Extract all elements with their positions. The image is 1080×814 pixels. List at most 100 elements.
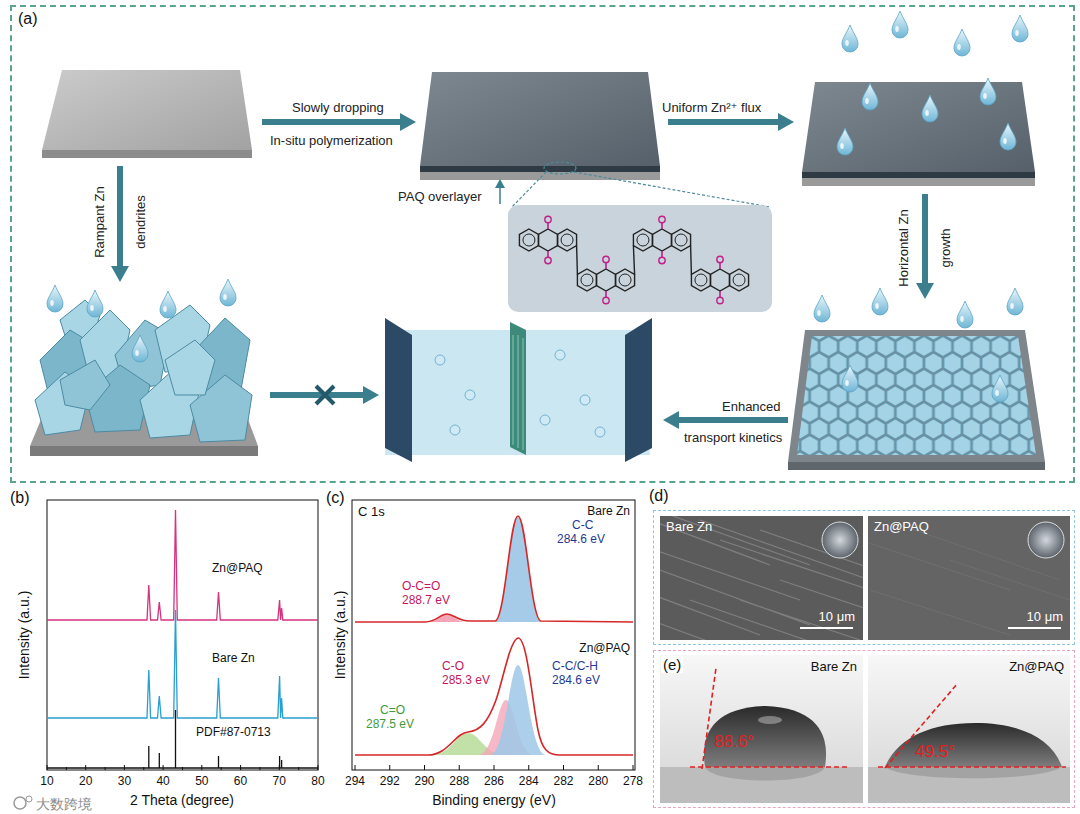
dendrite-slab [160,291,176,318]
tick-label: 10 [40,775,53,789]
zn-ion-drops [1000,123,1016,150]
dendrite-slab [220,279,236,306]
tick-label: 294 [345,775,365,789]
paq-structure [577,256,634,303]
axis-title: Intensity (a.u.) [16,591,32,680]
xrd-chart [47,710,318,768]
dendrite-slab [30,446,258,456]
zinc-cell [465,390,475,400]
contact-angle-bare [660,767,863,803]
contact-angle-paq [885,683,958,768]
xrd-chart [47,610,318,718]
arrow-label: transport kinetics [684,431,782,446]
panel-frame: (a) [10,5,1075,483]
arrow-label: growth [939,228,954,267]
axis-title: Intensity (a.u.) [332,591,348,680]
cross-mark [316,386,334,404]
peak-label: O-C=O [402,580,440,594]
zinc-cell [435,350,605,437]
zinc-cell [435,355,445,365]
zn-ion-drops [1012,15,1028,42]
zoom-callout [512,162,770,207]
overlayer-pointer [499,186,501,204]
tick-label: 290 [414,775,434,789]
horizontal-zn-slab [957,301,973,328]
sem-paq [868,516,1070,640]
tick-label: 40 [156,775,169,789]
paq-structure [690,246,692,275]
contact-angle-paq [878,766,1066,768]
xrd-chart [47,500,318,770]
horizontal-zn-slab [788,462,1045,470]
tick-label: 280 [588,775,608,789]
panel-letter: (a) [18,10,38,28]
horizontal-zn-slab [842,365,858,392]
tick-label: 60 [234,775,247,789]
contact-angle-bare [758,716,782,724]
peak-label: 284.6 eV [557,533,605,547]
paq-structure [577,246,692,275]
zn-ion-drops [922,95,938,122]
contact-angle-image: Zn@PAQ49.5° [868,655,1070,803]
process-arrow [117,166,123,268]
peak-label: Bare Zn [587,505,630,519]
sample-name: Bare Zn [666,520,712,535]
dendrite-slab [87,290,103,317]
arrow-label: Horizontal Zn [897,209,912,286]
scale-label: 10 μm [1027,610,1063,625]
arrow-label: Rampant Zn [93,186,108,258]
arrow-label: dendrites [134,195,149,248]
panel-frame: (d)Bare Zn10 μmZn@PAQ10 μm [653,510,1075,645]
tick-label: 282 [553,775,573,789]
tick-label: 288 [449,775,469,789]
contact-angle-paq [868,655,1070,803]
watermark-icon [14,796,32,809]
paq-structure [508,205,772,312]
panel-letter: (e) [661,656,683,673]
dendrite-slab [132,335,148,362]
horizontal-zn-slab [797,336,1036,455]
dendrite-slab [47,285,63,312]
tick-label: 70 [273,775,286,789]
zoom-callout [544,162,576,174]
panel-letter: (c) [326,489,345,507]
contact-angle-bare [702,668,716,769]
contact-angle-paq [868,655,1070,803]
zinc-cell [450,425,460,435]
contact-angle-bare [660,655,863,803]
zinc-cell [513,335,523,450]
bare-zn-slab [42,70,252,150]
zinc-cell [513,335,514,445]
zinc-cell [518,335,519,448]
dendrite-slab [60,360,110,410]
process-arrow [270,392,365,398]
xps-chart [355,638,633,755]
sem-bare [822,522,858,558]
paq-coated-slab [420,172,660,180]
zinc-cell [595,427,605,437]
arrow-label: Enhanced [722,400,781,415]
zoom-callout [512,172,546,207]
contact-angle-bare [660,655,863,803]
contact-angle: 88.6° [714,732,754,752]
xrd-chart [47,510,318,620]
xps-chart [355,516,633,622]
zn-ion-drops [954,29,970,56]
peak-label: C-C [572,519,593,533]
zn-ion-drops [892,11,908,38]
zinc-cell [625,318,652,462]
process-arrow [111,266,129,282]
zinc-cell [540,415,550,425]
sem-image: Bare Zn 10 μm [660,516,863,640]
zinc-cell [555,350,565,360]
contact-angle-paq [885,723,1062,767]
scale-label: 10 μm [819,610,855,625]
panel-letter: (d) [649,487,669,505]
zinc-cell [523,338,524,450]
paq-structure [508,205,772,312]
trace-label: Bare Zn [212,652,255,666]
process-arrow [400,113,416,131]
watermark-icon [26,796,32,802]
tick-label: 286 [484,775,504,789]
